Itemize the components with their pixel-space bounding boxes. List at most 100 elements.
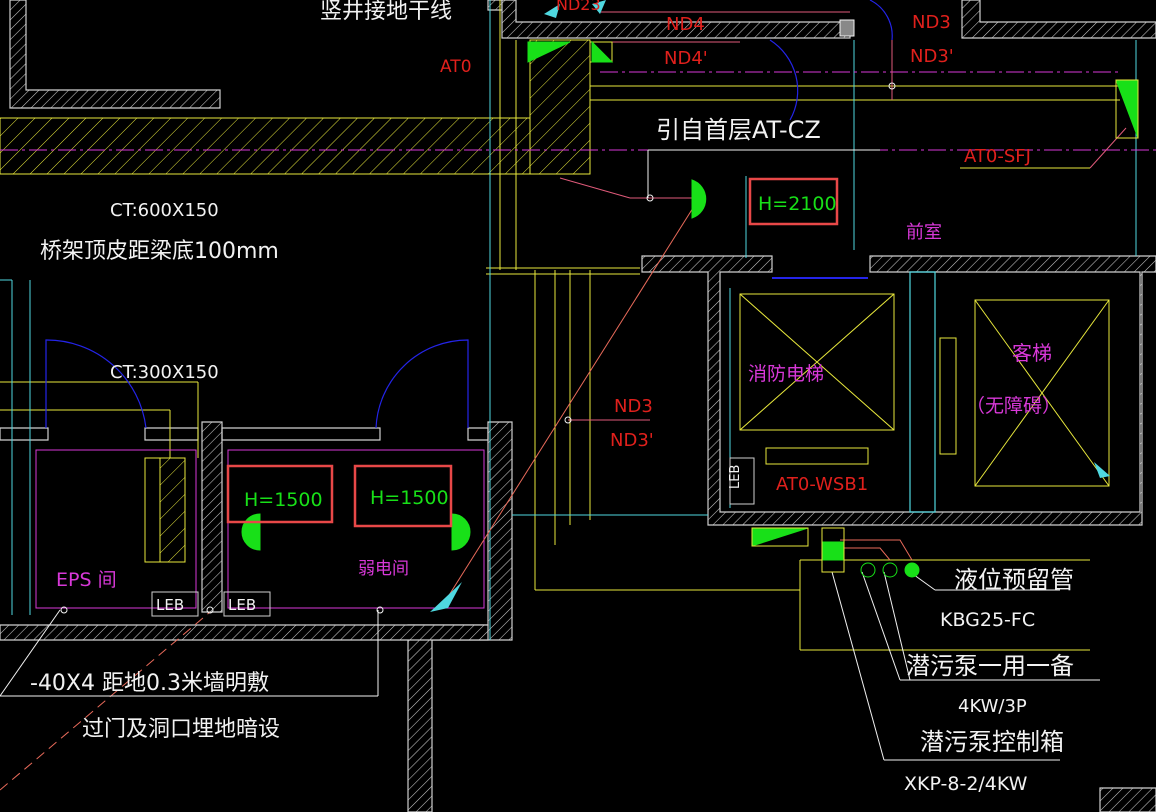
panel-sfj-box — [1115, 79, 1139, 139]
label-leb-right: LEB — [228, 596, 256, 614]
leaders — [0, 149, 1100, 761]
label-kbg: KBG25-FC — [940, 609, 1035, 631]
marker-1 — [646, 194, 654, 202]
leader-pump-2 — [883, 571, 911, 681]
wire-pump-1 — [840, 539, 913, 561]
leader-control-box — [831, 571, 885, 761]
label-at0-sfj: AT0-SFJ — [964, 146, 1031, 167]
marker-2 — [888, 82, 896, 90]
panel-wsb1-box — [751, 527, 809, 547]
door-top — [869, 0, 893, 41]
pump-symbol-2 — [882, 562, 898, 578]
label-weak-room: 弱电间 — [358, 559, 409, 579]
fire-elevator-car — [739, 293, 895, 431]
label-nd3-prime-top: ND3' — [910, 46, 954, 67]
wall-room-divider — [201, 421, 223, 613]
label-nd4-prime: ND4' — [664, 48, 708, 69]
elevator-panel-right — [939, 337, 957, 455]
junction-h1500-b — [451, 513, 471, 551]
weak-room-outline — [227, 449, 485, 609]
tray-box-hatch — [159, 457, 186, 563]
door-top-2 — [769, 39, 799, 121]
wall-stub-far-left — [0, 427, 49, 441]
arrow-top — [544, 4, 560, 18]
wire-to-box — [559, 177, 631, 199]
junction-h2100 — [691, 179, 707, 219]
label-power: 4KW/3P — [958, 696, 1027, 717]
label-nd4: ND4 — [666, 14, 705, 35]
label-liquid-pipe: 液位预留管 — [954, 566, 1074, 594]
wall-top-right — [961, 0, 1156, 39]
doors — [45, 0, 893, 429]
pump-symbol-1 — [860, 562, 876, 578]
label-fire-elevator: 消防电梯 — [748, 363, 824, 385]
arrow-weak-room — [430, 582, 462, 612]
text-labels: 竖井接地干线 ND23 ND4 ND4' ND3 ND3' AT0 引自首层AT… — [30, 0, 1074, 795]
equipment — [241, 40, 1139, 578]
control-box-outline — [821, 527, 845, 573]
label-h2100: H=2100 — [758, 193, 837, 215]
highlight-h2100 — [748, 177, 839, 226]
wall-room-bottom — [0, 624, 489, 641]
label-leb-left: LEB — [156, 596, 184, 614]
label-ct300: CT:300X150 — [110, 362, 219, 383]
wsb1-box — [765, 447, 869, 465]
markers — [60, 19, 896, 614]
label-bury-note: 过门及洞口埋地暗设 — [82, 717, 280, 742]
label-pump-one-standby: 潜污泵一用一备 — [906, 652, 1074, 680]
label-nd23: ND23 — [556, 0, 601, 14]
leb-box-right — [223, 591, 271, 617]
label-tray-note: 桥架顶皮距梁底100mm — [40, 239, 279, 264]
leader-pump — [861, 571, 901, 681]
beam-horizontal — [0, 117, 591, 175]
label-nd3-prime-mid: ND3' — [610, 430, 654, 451]
label-from-first-floor: 引自首层AT-CZ — [656, 116, 821, 144]
label-xkp: XKP-8-2/4KW — [904, 773, 1028, 795]
control-box-fill — [821, 541, 845, 561]
highlight-boxes — [226, 177, 839, 528]
elevator-divider — [909, 271, 936, 513]
marker-6 — [376, 606, 384, 614]
marker-4 — [60, 606, 68, 614]
label-passenger-elevator: 客梯 — [1012, 341, 1052, 365]
leader-flat-steel-left — [0, 609, 61, 697]
leb-boxes — [151, 457, 755, 617]
wiring — [0, 11, 1127, 791]
label-at0-wsb1: AT0-WSB1 — [776, 474, 868, 495]
arrow-top-2 — [592, 0, 606, 14]
wire-diagonal-bottom — [0, 611, 211, 791]
label-h1500-b: H=1500 — [370, 487, 449, 509]
beams — [0, 0, 1120, 651]
wire-diagonal — [445, 199, 699, 601]
marker-3 — [564, 416, 572, 424]
magenta-lines — [0, 71, 1156, 609]
panel-top-tri — [591, 40, 614, 63]
wire-sfj — [1089, 127, 1127, 169]
leb-box-elevator — [729, 457, 755, 505]
label-h1500-a: H=1500 — [244, 489, 323, 511]
beam-column — [529, 39, 591, 175]
arrow-elevator — [1094, 462, 1110, 478]
arrows — [430, 0, 1110, 612]
passenger-elevator-car — [974, 299, 1110, 487]
leb-box-left — [151, 591, 199, 617]
highlight-h1500-b — [353, 464, 453, 528]
wall-stub-mid — [221, 427, 381, 441]
highlight-h1500-a — [226, 464, 334, 524]
wall-elevator-shaft — [641, 255, 1156, 526]
liquid-level-symbol — [904, 562, 920, 578]
label-pump-control-box: 潜污泵控制箱 — [920, 728, 1064, 756]
label-barrier-free: （无障碍） — [966, 395, 1061, 417]
wall-bottom-right — [1099, 787, 1156, 812]
label-eps-room: EPS 间 — [56, 569, 117, 591]
door-eps-room — [45, 339, 147, 429]
fire-elevator-x2 — [739, 293, 895, 431]
panel-at0-top — [527, 41, 571, 63]
label-shaft-ground-line: 竖井接地干线 — [320, 0, 452, 24]
wire-pump-2 — [840, 547, 891, 561]
label-at0: AT0 — [440, 57, 472, 77]
elevators — [739, 277, 1110, 487]
wall-stub-right — [467, 427, 489, 441]
